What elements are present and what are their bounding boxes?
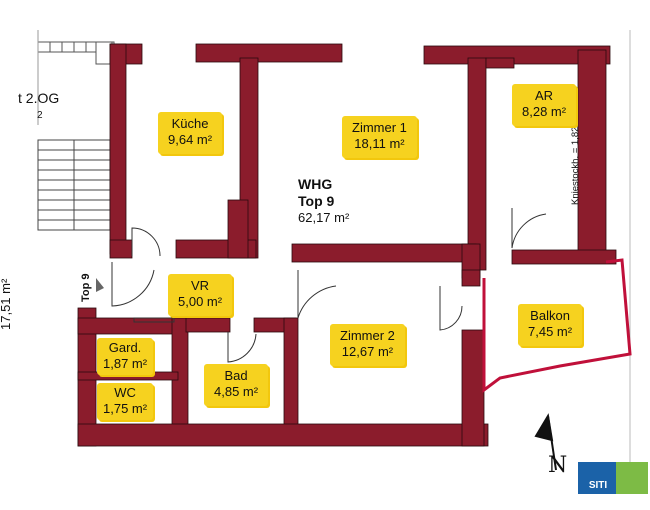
north-arrow-icon [534,413,557,471]
floor-label: t 2.OG [18,90,60,106]
apartment-unit: Top 9 [298,192,335,209]
room-name: Küche [171,116,209,131]
entrance-arrow-icon [96,278,104,292]
room-name: AR [535,88,554,103]
room-name: VR [191,278,210,293]
kniestock-note: Kniestockh. = 1,82 [570,126,581,205]
entrance-tag: Top 9 [80,273,92,302]
room-name: Gard. [108,340,142,355]
apartment-label: WHG [298,176,333,192]
doors [111,208,547,363]
company-logo: SITI [578,462,618,494]
room-name: WC [114,385,136,400]
room-label-balkon: Balkon 7,45 [518,304,583,346]
room-name: Balkon [530,308,570,323]
room-area: 8,28 [522,104,566,120]
room-area: 5,00 [178,294,222,310]
staircase [37,139,111,231]
floor-sublabel: 2 [37,110,43,121]
apartment-area: 62,17 m² [298,209,350,225]
room-area: 12,67 [340,344,395,360]
apartment-title: WHG Top 9 62,17 m² [298,176,349,225]
railing [37,41,115,65]
room-label-vr: VR 5,00 [168,274,233,316]
room-label-wc: WC 1,75 [97,383,154,420]
room-name: Bad [224,368,248,383]
room-name: Zimmer 1 [352,120,407,135]
room-label-zimmer2: Zimmer 2 12,67 [330,324,405,366]
balkon-outline [482,258,632,393]
room-area: 1,87 [103,356,147,372]
room-area: 4,85 [214,384,258,400]
room-label-zimmer1: Zimmer 1 18,11 [342,116,417,158]
room-area: 1,75 [103,401,147,417]
room-name: Zimmer 2 [340,328,395,343]
side-dimension: 17,51 m² [0,278,13,330]
walls [77,43,617,447]
north-label: N [548,453,568,478]
room-label-gard: Gard. 1,87 [97,338,154,375]
room-area: 9,64 [168,132,212,148]
room-label-ar: AR 8,28 [512,84,577,126]
room-area: 7,45 [528,324,572,340]
room-area: 18,11 [352,136,407,152]
company-logo-accent [616,462,648,494]
room-label-bad: Bad 4,85 [204,364,269,406]
room-label-kueche: Küche 9,64 [158,112,223,154]
